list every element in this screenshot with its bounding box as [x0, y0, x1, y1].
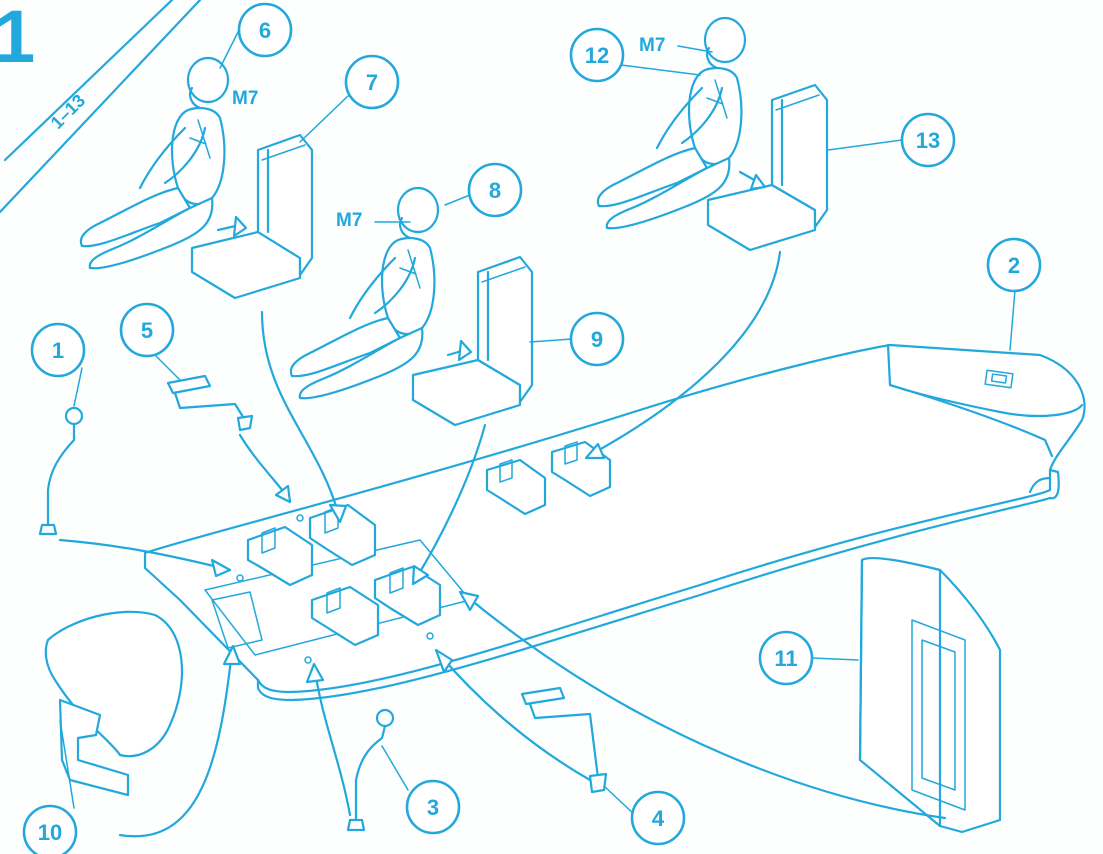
- callout-7-label: 7: [366, 70, 378, 95]
- callout-4-label: 4: [652, 806, 665, 831]
- callout-2-label: 2: [1008, 253, 1020, 278]
- pilot-figure-12: [596, 16, 747, 230]
- step-range-divider-2: [0, 0, 202, 214]
- seat-7: [190, 133, 314, 300]
- callout-8-label: 8: [489, 178, 501, 203]
- bulkhead-11: [858, 556, 1002, 834]
- step-range: 1–13: [47, 90, 89, 132]
- floor-plate: [143, 343, 1086, 702]
- callout-leaders: [59, 27, 1016, 817]
- leader-m7-12: [677, 45, 713, 53]
- callout-3: 3: [405, 779, 461, 835]
- callout-1-label: 1: [52, 338, 64, 363]
- rudder-pedals-4: [520, 686, 608, 794]
- pilot-figure-8: [289, 186, 440, 400]
- step-range-divider: [3, 0, 174, 162]
- control-stick-3: [346, 708, 395, 832]
- callout-1: 1: [30, 322, 86, 378]
- callout-7: 7: [344, 54, 400, 110]
- step-number: 1: [0, 0, 35, 78]
- assembly-arrows: [58, 170, 947, 838]
- color-label-pilot6: M7: [232, 88, 258, 109]
- callout-6: 6: [237, 2, 293, 58]
- pilot-figure-6: [79, 56, 230, 270]
- callout-3-label: 3: [427, 795, 439, 820]
- callout-13: 13: [900, 112, 956, 168]
- callout-10: 10: [22, 804, 78, 854]
- callout-11: 11: [758, 630, 814, 686]
- callout-8: 8: [467, 162, 523, 218]
- callout-11-label: 11: [774, 646, 797, 671]
- callout-9-label: 9: [591, 327, 603, 352]
- seat-9: [411, 255, 534, 427]
- color-label-pilot8: M7: [336, 210, 362, 231]
- callout-9: 9: [569, 311, 625, 367]
- rudder-pedals-5: [166, 374, 254, 432]
- callout-5-label: 5: [141, 318, 153, 343]
- callout-12-label: 12: [585, 43, 609, 68]
- color-label-pilot12: M7: [639, 35, 665, 56]
- seat-13: [706, 83, 829, 252]
- callout-5: 5: [119, 302, 175, 358]
- control-stick-1: [38, 406, 84, 536]
- callout-2: 2: [986, 237, 1042, 293]
- callout-13-label: 13: [916, 128, 940, 153]
- instrument-panel-10: [44, 610, 184, 797]
- callout-10-label: 10: [38, 820, 62, 845]
- callout-4: 4: [630, 790, 686, 846]
- callout-12: 12: [569, 27, 625, 83]
- callout-6-label: 6: [259, 18, 271, 43]
